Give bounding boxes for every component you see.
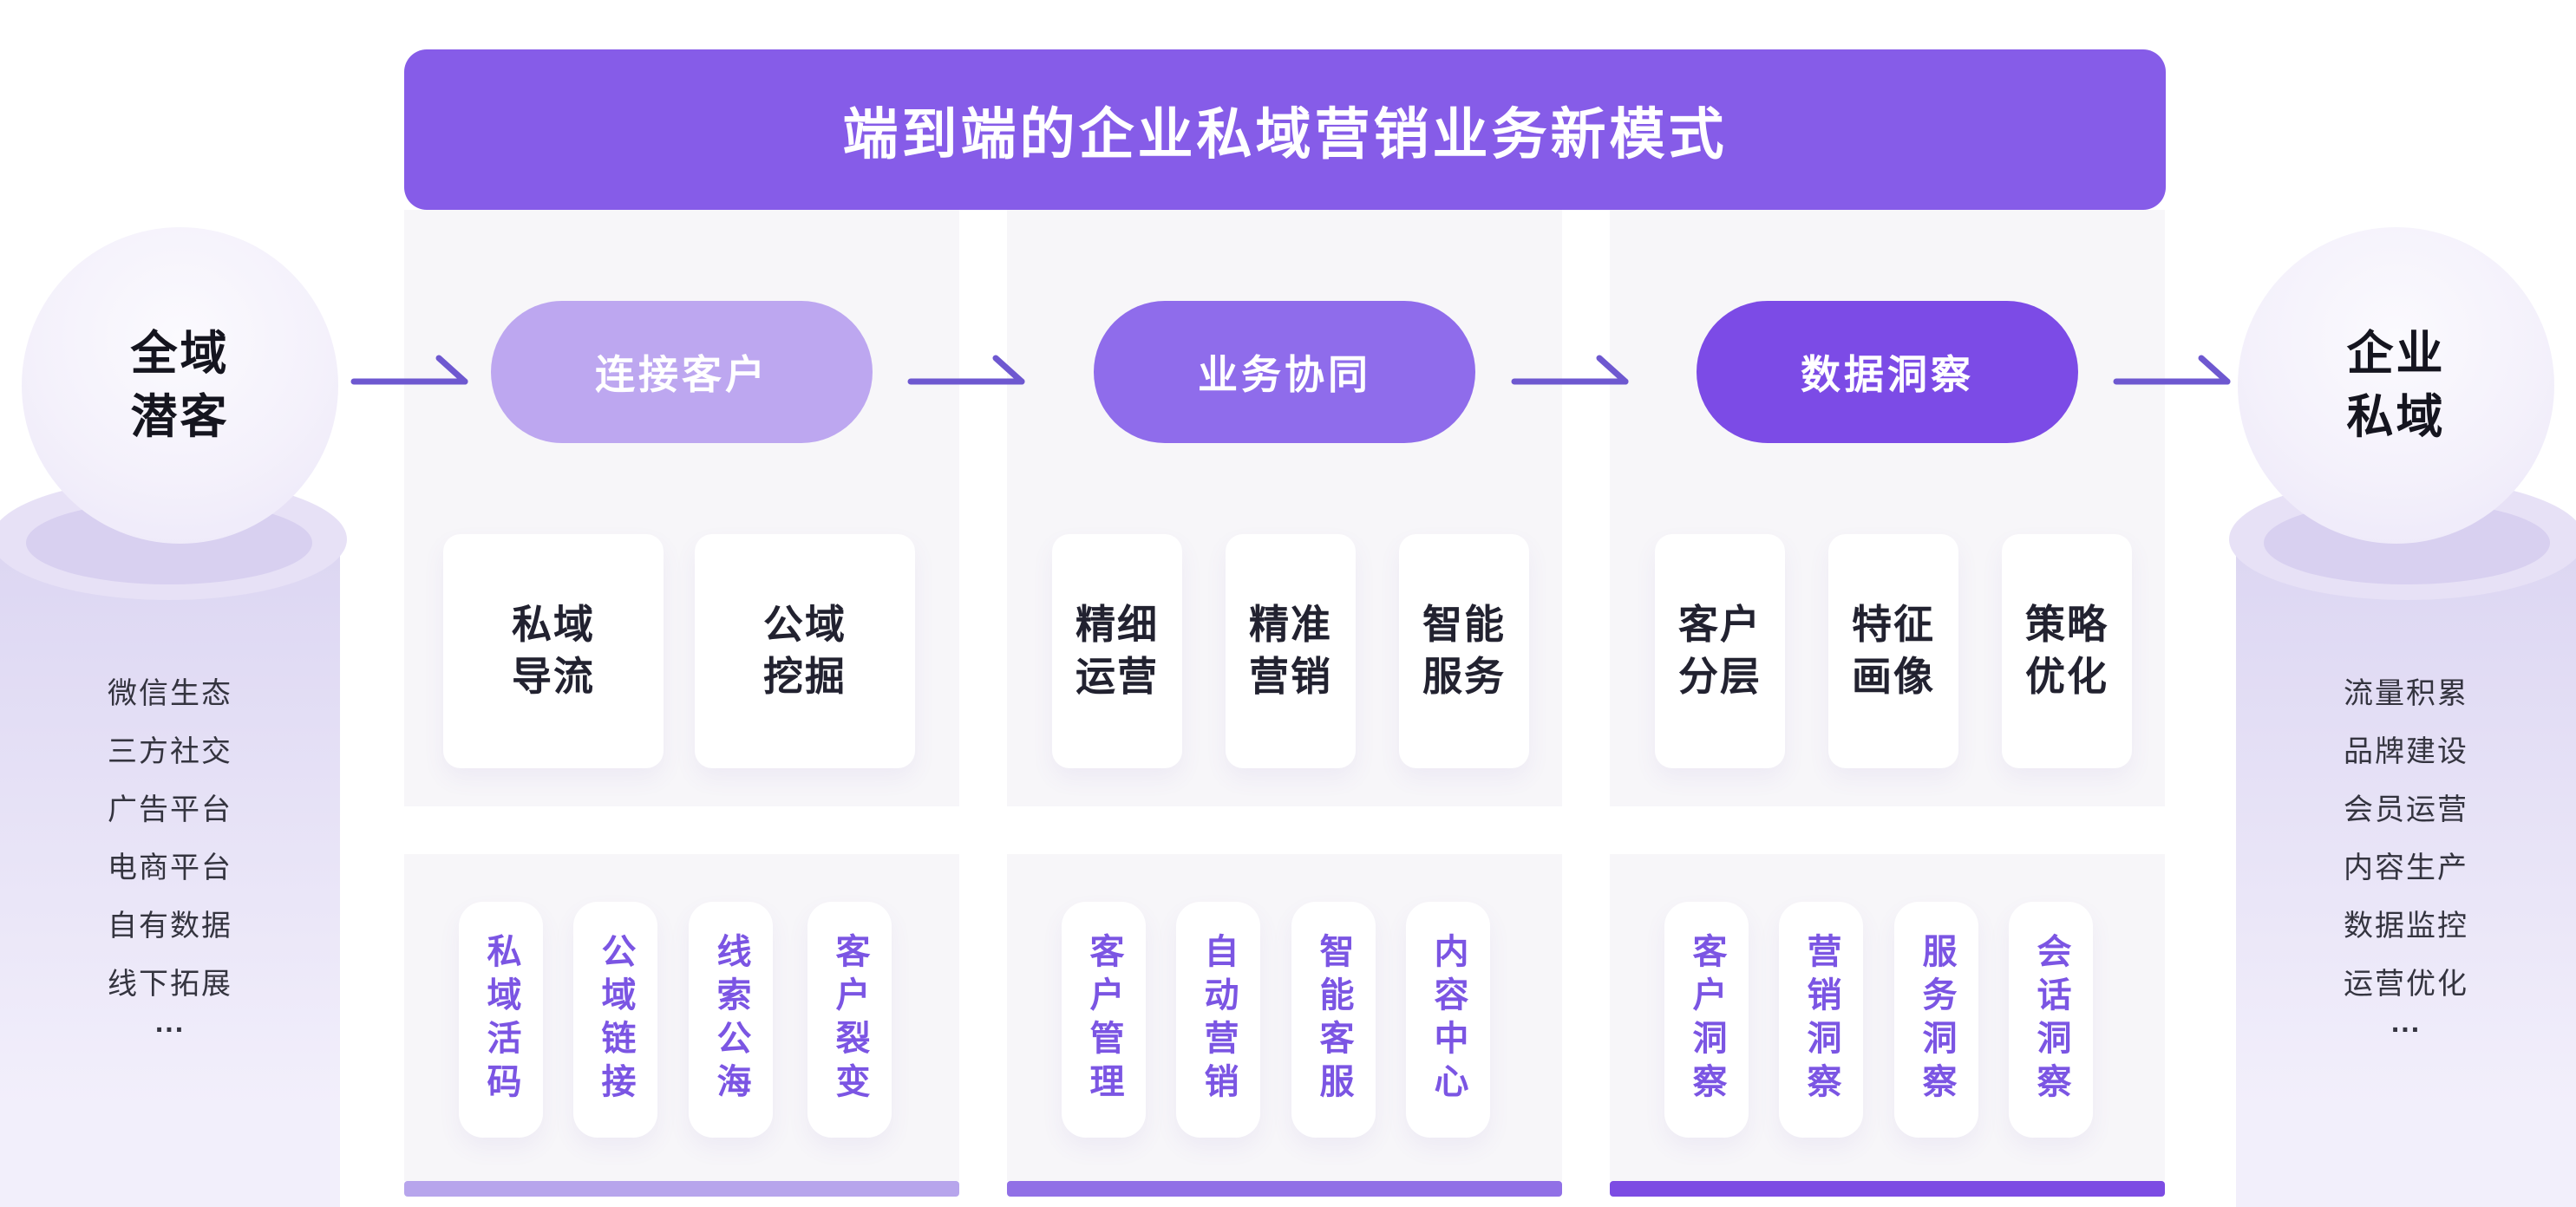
left-cylinder [0,538,340,1207]
tool-card: 客户洞察 [1664,902,1749,1138]
stage-pill-label: 数据洞察 [1801,352,1974,397]
card-label: 策略 优化 [2025,599,2109,703]
stage-pill-insight: 数据洞察 [1697,301,2078,443]
tool-card: 营销洞察 [1779,902,1863,1138]
card-label-line2: 运营 [1076,654,1159,699]
flow-arrow-icon [350,355,468,385]
card-label-line1: 客户 [1678,602,1762,648]
card-label: 客户 分层 [1678,599,1762,703]
right-cylinder [2236,538,2576,1207]
list-item: 三方社交 [108,735,232,768]
capability-card: 策略 优化 [2002,534,2132,768]
capability-card: 精细 运营 [1052,534,1182,768]
tool-label: 自动营销 [1199,933,1238,1106]
card-label: 精准 营销 [1249,599,1332,703]
list-item: 流量积累 [2344,677,2468,710]
flow-arrow-icon [2113,355,2231,385]
tool-label: 服务洞察 [1917,933,1956,1106]
tool-label: 客户洞察 [1687,933,1726,1106]
list-item: 微信生态 [108,677,232,710]
tool-label: 智能客服 [1314,933,1353,1106]
list-item: 自有数据 [108,910,232,943]
right-circle: 企业 私域 [2238,227,2554,544]
tool-card: 自动营销 [1176,902,1260,1138]
stage-pill-label: 业务协同 [1198,352,1371,397]
card-label-line2: 营销 [1249,654,1332,699]
card-label-line1: 精细 [1076,602,1159,648]
tool-card: 会话洞察 [2009,902,2093,1138]
card-label-line2: 画像 [1852,654,1935,699]
list-item: 数据监控 [2344,910,2468,943]
capability-card: 客户 分层 [1655,534,1785,768]
page-title: 端到端的企业私域营销业务新模式 [842,102,1728,166]
column-3-footer-bar [1610,1181,2165,1197]
capability-card: 私域 导流 [443,534,664,768]
column-1-footer-bar [404,1181,959,1197]
list-item: 品牌建设 [2344,735,2468,768]
card-label-line2: 挖掘 [763,654,847,699]
list-more: ... [154,1006,186,1039]
tool-card: 私域活码 [459,902,543,1138]
capability-card: 特征 画像 [1828,534,1958,768]
tool-label: 公域链接 [596,933,635,1106]
tool-label: 客户裂变 [830,933,869,1106]
card-label-line1: 智能 [1422,602,1506,648]
tool-label: 会话洞察 [2031,933,2070,1106]
tool-label: 内容中心 [1429,933,1468,1106]
flow-arrow-icon [1511,355,1629,385]
card-label-line2: 优化 [2025,654,2109,699]
stage-pill-label: 连接客户 [595,352,768,397]
tool-label: 营销洞察 [1801,933,1840,1106]
tool-card: 客户裂变 [807,902,892,1138]
card-label-line1: 公域 [763,602,847,648]
list-item: 运营优化 [2344,968,2468,1001]
list-item: 电商平台 [108,851,232,884]
card-label-line1: 私域 [512,602,595,648]
tool-card: 公域链接 [573,902,657,1138]
capability-card: 精准 营销 [1226,534,1356,768]
card-label-line2: 分层 [1678,654,1762,699]
tool-label: 私域活码 [481,933,520,1106]
stage-pill-collaboration: 业务协同 [1094,301,1475,443]
tool-label: 客户管理 [1084,933,1123,1106]
card-label-line1: 精准 [1249,602,1332,648]
capability-card: 公域 挖掘 [695,534,915,768]
list-more: ... [2390,1006,2422,1039]
left-circle: 全域 潜客 [22,227,338,544]
title-banner: 端到端的企业私域营销业务新模式 [404,49,2166,210]
list-item: 内容生产 [2344,851,2468,884]
tool-card: 线索公海 [689,902,773,1138]
list-item: 广告平台 [108,793,232,826]
card-label: 私域 导流 [512,599,595,703]
card-label: 特征 画像 [1852,599,1935,703]
right-circle-label-line2: 私域 [2346,390,2446,443]
card-label: 智能 服务 [1422,599,1506,703]
card-label: 精细 运营 [1076,599,1159,703]
capability-card: 智能 服务 [1399,534,1529,768]
right-circle-label-line1: 企业 [2346,327,2446,380]
card-label-line1: 特征 [1852,602,1935,648]
left-circle-label-line2: 潜客 [130,390,230,443]
card-label-line1: 策略 [2025,602,2109,648]
left-circle-label-line1: 全域 [130,327,230,380]
right-circle-label: 企业 私域 [2347,323,2446,449]
card-label: 公域 挖掘 [763,599,847,703]
list-item: 线下拓展 [108,968,232,1001]
tool-card: 服务洞察 [1894,902,1978,1138]
column-2-footer-bar [1007,1181,1562,1197]
tool-card: 内容中心 [1406,902,1490,1138]
card-label-line2: 服务 [1422,654,1506,699]
tool-card: 客户管理 [1062,902,1146,1138]
tool-label: 线索公海 [711,933,750,1106]
stage-pill-connect: 连接客户 [491,301,873,443]
card-label-line2: 导流 [512,654,595,699]
left-circle-label: 全域 潜客 [131,323,230,449]
tool-card: 智能客服 [1291,902,1376,1138]
list-item: 会员运营 [2344,793,2468,826]
flow-arrow-icon [907,355,1025,385]
